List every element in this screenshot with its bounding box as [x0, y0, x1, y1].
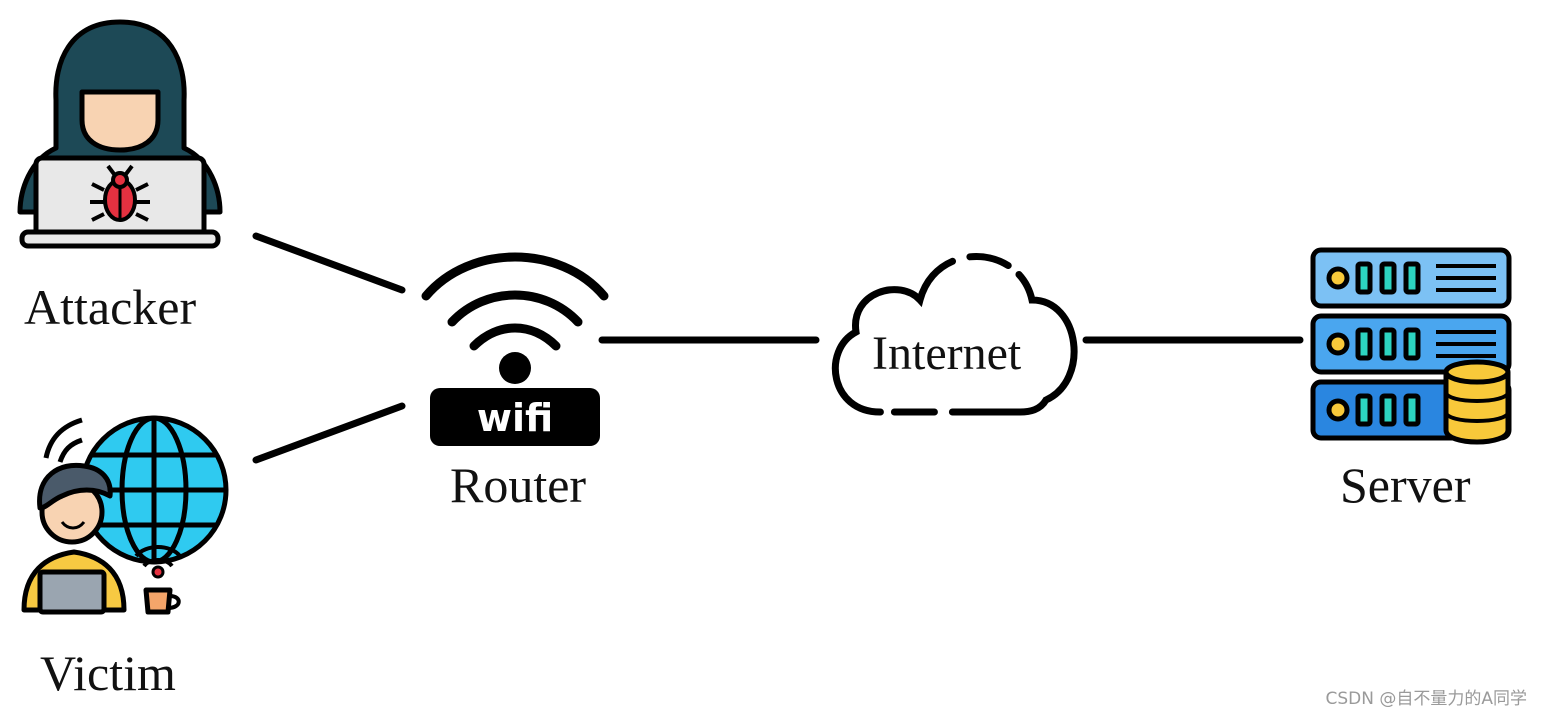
link-attacker-router [252, 232, 406, 294]
attacker-label: Attacker [24, 279, 197, 335]
internet-label: Internet [872, 327, 1022, 380]
hacker-with-laptop-icon [17, 19, 223, 249]
server-rack-icon [1310, 247, 1512, 445]
wifi-arc-outer [421, 252, 609, 301]
connections [252, 232, 1304, 464]
cloud-icon [831, 253, 1078, 416]
wifi-badge-label: wifi [476, 396, 554, 440]
watermark: CSDN @自不量力的A同学 [1325, 689, 1527, 709]
victim-label: Victim [40, 645, 176, 701]
link-victim-router [252, 402, 406, 464]
router-label: Router [450, 457, 587, 513]
wifi-dot [499, 352, 531, 384]
wifi-arc-middle [447, 290, 583, 327]
wifi-badge [430, 388, 600, 446]
server-label: Server [1340, 457, 1471, 513]
user-with-globe-icon [21, 415, 229, 615]
wifi-router-icon [421, 252, 609, 446]
wifi-arc-inner [469, 323, 561, 351]
